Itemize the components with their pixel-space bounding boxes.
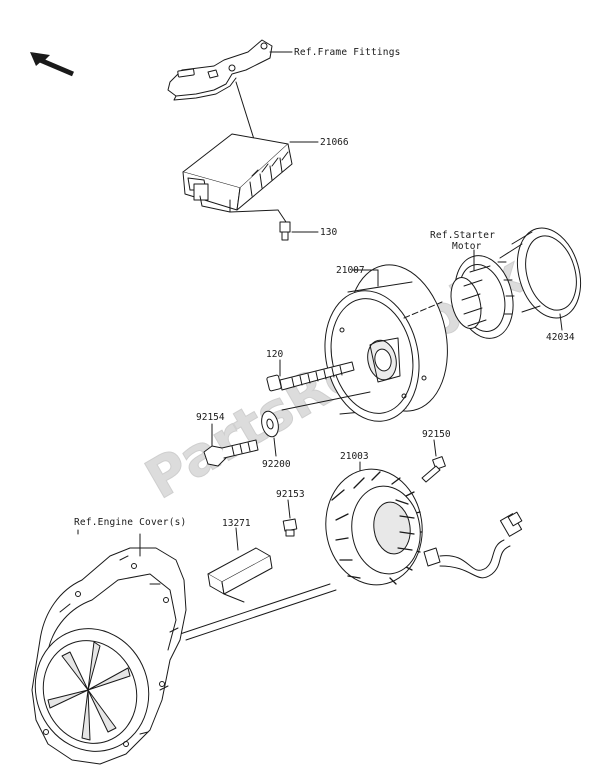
label-part-92200: 92200: [262, 459, 291, 470]
bolt-92153: [282, 499, 298, 537]
ring-42034: [499, 227, 582, 331]
bolt-120: [266, 359, 355, 392]
label-ref-engine-cover: Ref.Engine Cover(s): [74, 517, 187, 528]
frame-fitting-bracket: [167, 39, 293, 101]
front-direction-arrow-icon: [30, 52, 74, 77]
bolt-92150: [421, 439, 446, 483]
label-ref-starter-motor-line2: Motor: [452, 241, 482, 252]
label-part-13271: 13271: [222, 518, 251, 529]
label-part-120: 120: [266, 349, 284, 360]
label-part-92153: 92153: [276, 489, 305, 500]
label-part-130: 130: [320, 227, 338, 238]
regulator-21066: [182, 81, 319, 213]
bolt-92154: [203, 423, 259, 467]
rotor-21007: [324, 264, 448, 422]
bolt-130: [277, 209, 319, 241]
engine-cover: [31, 529, 187, 765]
label-part-42034: 42034: [546, 332, 575, 343]
label-part-21003: 21003: [340, 451, 369, 462]
label-part-21007: 21007: [336, 265, 365, 276]
label-part-21066: 21066: [320, 137, 349, 148]
label-ref-starter-motor-line1: Ref.Starter: [430, 230, 496, 241]
label-part-92150: 92150: [422, 429, 451, 440]
stator-21003: [179, 461, 523, 641]
washer-92200: [261, 391, 371, 457]
guide-13271: [207, 527, 273, 603]
label-part-92154: 92154: [196, 412, 225, 423]
label-ref-frame-fittings: Ref.Frame Fittings: [294, 47, 401, 58]
starter-clutch: [450, 249, 515, 339]
